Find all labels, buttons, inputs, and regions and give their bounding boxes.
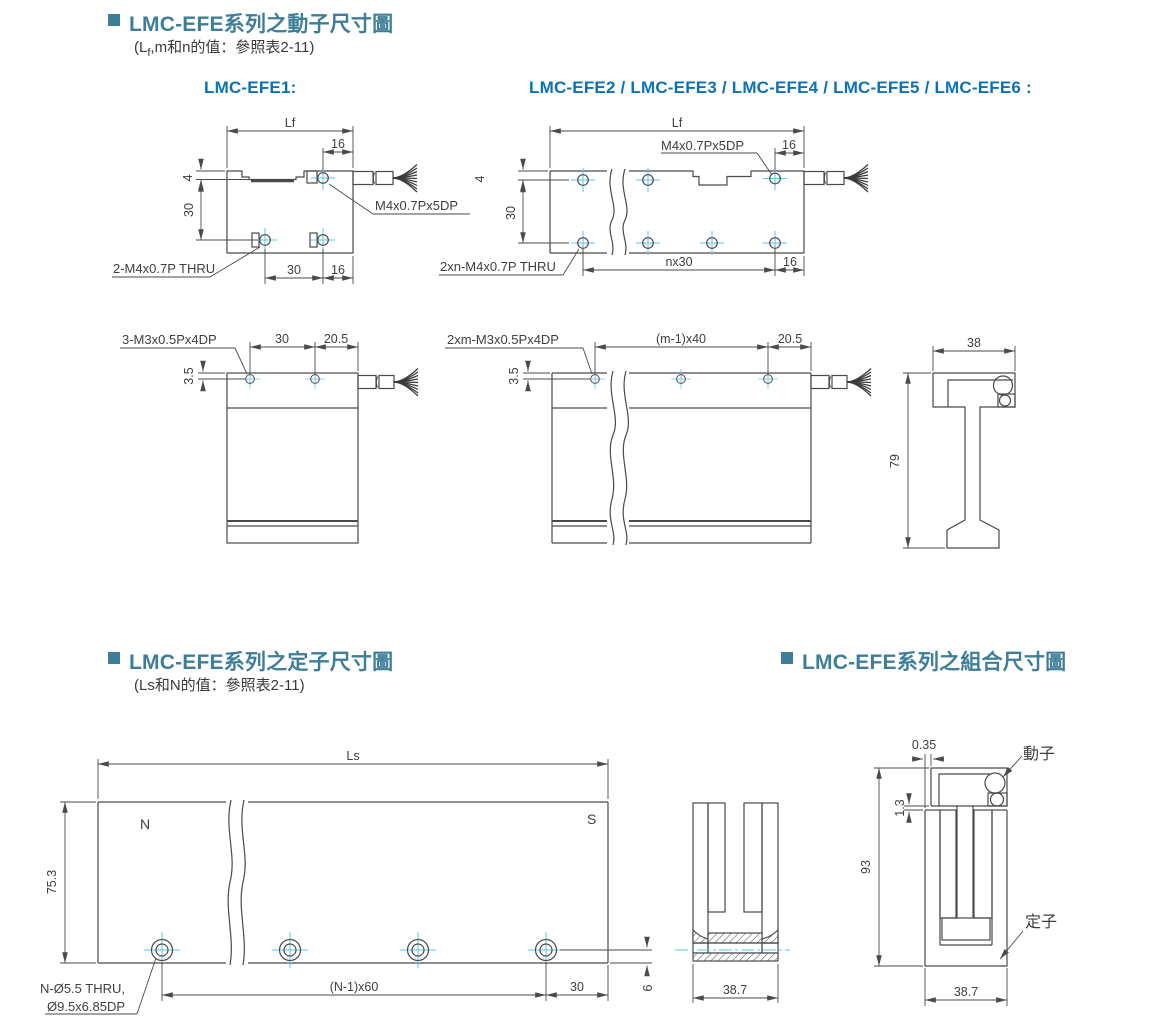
hole-label-line1: N-Ø5.5 THRU, <box>40 981 125 996</box>
stator-section-dimensions <box>692 964 779 1003</box>
stator-dimensions <box>45 759 652 1015</box>
efe2-body-outline <box>549 163 869 256</box>
drawing-mover-cross-section: 38 79 <box>888 336 1016 549</box>
assembly-labels: 0.35 1.3 93 38.7 動子 定子 <box>859 738 1057 999</box>
pole-label-s: S <box>587 811 596 827</box>
dim-label-ls: Ls <box>346 749 359 763</box>
dim-label-30-bottom: 30 <box>287 263 301 277</box>
thread-label-m4: M4x0.7Px5DP <box>661 138 744 153</box>
assembly-dimensions <box>874 754 1024 1006</box>
cable <box>352 163 418 193</box>
dim-label-16-bottom: 16 <box>783 255 797 269</box>
dim-label-nx30: nx30 <box>665 255 692 269</box>
dim-label-20-5: 20.5 <box>324 332 348 346</box>
dim-label-16-bottom: 16 <box>331 263 345 277</box>
pole-label-n: N <box>140 816 150 832</box>
drawing-assembly-cross-section: 0.35 1.3 93 38.7 動子 定子 <box>859 738 1057 1006</box>
thread-label-m3: 2xm-M3x0.5Px4DP <box>447 332 559 347</box>
hole-label-line2: Ø9.5x6.85DP <box>47 999 125 1014</box>
thread-label-thru: 2xn-M4x0.7P THRU <box>440 259 556 274</box>
mover-section-subtitle: (Lf,m和n的值：參照表2-11) <box>134 39 315 59</box>
cross-section-dimensions <box>903 346 1016 549</box>
dim-label-16-top: 16 <box>782 138 796 152</box>
dim-label-93: 93 <box>859 860 873 874</box>
dim-label-38: 38 <box>967 336 981 350</box>
mover-section-title: LMC-EFE系列之動子尺寸圖 <box>129 13 394 36</box>
square-bullet-icon <box>108 652 120 664</box>
dim-label-0-35: 0.35 <box>912 738 936 752</box>
section-title-mover: LMC-EFE系列之動子尺寸圖 <box>108 8 393 38</box>
cross-section-outline <box>932 372 1016 549</box>
efe1-body-outline <box>226 163 418 254</box>
square-bullet-icon <box>781 652 793 664</box>
efe1-dim-labels: Lf 16 4 30 M4x0.7Px5DP 2-M4x0.7P THRU 30… <box>113 116 458 277</box>
dim-label-30-left: 30 <box>504 206 518 220</box>
dim-label-4: 4 <box>181 174 195 181</box>
stator-body-outline <box>97 799 609 969</box>
drawing-efe1-mover-top-view: Lf 16 4 30 M4x0.7Px5DP 2-M4x0.7P THRU 30… <box>112 116 470 284</box>
dim-label-4: 4 <box>473 175 487 182</box>
thread-label-m4: M4x0.7Px5DP <box>375 198 458 213</box>
cable <box>803 163 869 193</box>
dim-label-1-3: 1.3 <box>893 799 907 816</box>
cross-section-labels: 38 79 <box>888 336 981 468</box>
efe1-dimensions <box>112 126 470 284</box>
section-title-stator: LMC-EFE系列之定子尺寸圖 <box>108 646 393 676</box>
dim-label-3-5: 3.5 <box>507 367 521 384</box>
drawing-efe1-mover-side-view: 3-M3x0.5Px4DP 30 20.5 3.5 <box>120 332 419 544</box>
dim-label-lf: Lf <box>672 116 683 130</box>
dim-label-lf: Lf <box>285 116 296 130</box>
dim-label-m1x40: (m-1)x40 <box>656 332 706 346</box>
dim-label-6: 6 <box>641 984 655 991</box>
dim-label-n1x60: (N-1)x60 <box>330 980 379 994</box>
heading-efe1: LMC-EFE1: <box>204 78 297 97</box>
section-title-assembly: LMC-EFE系列之組合尺寸圖 <box>781 646 1066 676</box>
dim-label-30-left: 30 <box>182 203 196 217</box>
dim-label-30: 30 <box>275 332 289 346</box>
efe1-side-body <box>226 367 419 544</box>
drawing-stator-cross-section: 38.7 <box>675 802 790 1003</box>
efe2-side-labels: 2xm-M3x0.5Px4DP (m-1)x40 20.5 3.5 <box>447 332 802 385</box>
stator-labels: Ls N S 75.3 N-Ø5.5 THRU, Ø9.5x6.85DP (N-… <box>40 749 655 1014</box>
stator-section-outline <box>675 802 790 962</box>
dim-label-20-5: 20.5 <box>778 332 802 346</box>
dim-label-30: 30 <box>570 980 584 994</box>
efe2-dimensions <box>439 126 805 276</box>
heading-efe2-6: LMC-EFE2 / LMC-EFE3 / LMC-EFE4 / LMC-EFE… <box>529 78 1032 97</box>
assembly-outline <box>924 767 1008 967</box>
drawing-stator-top-view: Ls N S 75.3 N-Ø5.5 THRU, Ø9.5x6.85DP (N-… <box>40 749 655 1015</box>
stator-section-labels: 38.7 <box>723 983 747 997</box>
stator-section-subtitle: (Ls和N的值：參照表2-11) <box>134 677 305 694</box>
stator-section-title: LMC-EFE系列之定子尺寸圖 <box>129 651 394 674</box>
efe1-side-labels: 3-M3x0.5Px4DP 30 20.5 3.5 <box>122 332 348 385</box>
mover-callout-label: 動子 <box>1023 745 1055 763</box>
dim-label-3-5: 3.5 <box>182 367 196 384</box>
dim-label-16-top: 16 <box>331 137 345 151</box>
dim-label-75-3: 75.3 <box>45 870 59 894</box>
dim-label-38-7: 38.7 <box>723 983 747 997</box>
dim-label-79: 79 <box>888 454 902 468</box>
dim-label-38-7: 38.7 <box>954 985 978 999</box>
thread-label-m3: 3-M3x0.5Px4DP <box>122 332 217 347</box>
square-bullet-icon <box>108 14 120 26</box>
cable <box>357 367 419 397</box>
thread-label-thru: 2-M4x0.7P THRU <box>113 261 215 276</box>
efe2-side-dimensions <box>445 342 812 392</box>
assembly-section-title: LMC-EFE系列之組合尺寸圖 <box>802 651 1067 674</box>
efe2-dim-labels: Lf M4x0.7Px5DP 16 4 30 2xn-M4x0.7P THRU … <box>440 116 797 274</box>
stator-callout-label: 定子 <box>1025 913 1057 931</box>
efe1-side-dimensions <box>120 342 359 392</box>
efe2-side-body <box>551 367 872 546</box>
cable <box>810 367 872 397</box>
drawing-efe2-6-mover-top-view: Lf M4x0.7Px5DP 16 4 30 2xn-M4x0.7P THRU … <box>439 116 869 276</box>
drawing-efe2-6-mover-side-view: 2xm-M3x0.5Px4DP (m-1)x40 20.5 3.5 <box>445 332 872 546</box>
